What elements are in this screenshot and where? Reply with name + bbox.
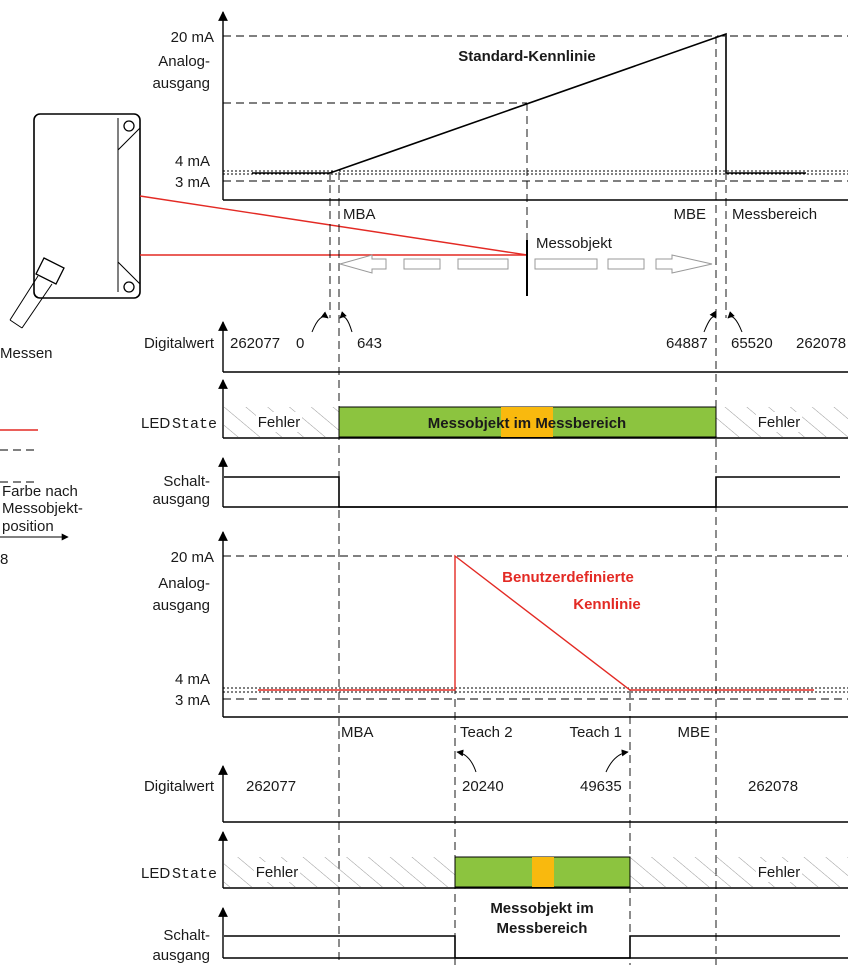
led2-state: State xyxy=(172,866,217,883)
standard-curve-line xyxy=(252,32,806,174)
led1-state: State xyxy=(172,416,217,433)
led2-center-2: Messbereich xyxy=(497,920,588,937)
schalt2-l2: ausgang xyxy=(152,947,210,964)
top-label-4ma: 4 mA xyxy=(175,153,210,170)
led-state-row-1: LED State Fehler Fehler Messobjekt im Me… xyxy=(141,379,848,439)
top-label-messbereich: Messbereich xyxy=(732,206,817,223)
digital-value-row-2: Digitalwert 262077 20240 49635 262078 xyxy=(144,749,848,823)
digital2-label: Digitalwert xyxy=(144,778,215,795)
range-marker-lines xyxy=(329,36,727,965)
fragment-position: position xyxy=(2,518,54,535)
led2-fehler-right: Fehler xyxy=(758,864,801,881)
sensor-device-icon xyxy=(9,113,141,329)
pointer-arrow-icon xyxy=(456,749,477,773)
fragment-digit: 8 xyxy=(0,551,8,568)
top-label-analog-1: Analog- xyxy=(158,53,210,70)
led-state-row-2: LED State Fehler Fehler Messobjekt im Me… xyxy=(141,831,848,940)
top-label-mbe: MBE xyxy=(673,206,706,223)
bottom-label-teach2: Teach 2 xyxy=(460,724,513,741)
led1-center: Messobjekt im Messbereich xyxy=(428,415,626,432)
sensor-cable-icon xyxy=(9,275,53,329)
user-curve-line xyxy=(258,554,814,691)
schalt1-l2: ausgang xyxy=(152,491,210,508)
bottom-label-20ma: 20 mA xyxy=(171,549,214,566)
top-label-3ma: 3 mA xyxy=(175,174,210,191)
laser-beam-top xyxy=(139,195,528,256)
pointer-arrow-icon xyxy=(727,311,743,333)
top-label-20ma: 20 mA xyxy=(171,29,214,46)
switch-output-row-1: Schalt- ausgang xyxy=(152,457,848,508)
schalt2-l1: Schalt- xyxy=(163,927,210,944)
bottom-label-analog-2: ausgang xyxy=(152,597,210,614)
bottom-label-analog-1: Analog- xyxy=(158,575,210,592)
switch-output-row-2: Schalt- ausgang xyxy=(152,907,848,964)
digital2-v3: 49635 xyxy=(580,778,622,795)
bottom-label-teach1: Teach 1 xyxy=(569,724,622,741)
position-hollow-arrow-icon xyxy=(338,254,713,274)
led2-center-1: Messobjekt im xyxy=(490,900,593,917)
led1-yellow-bar xyxy=(501,407,553,437)
digital1-v1: 262077 xyxy=(230,335,280,352)
digital1-v4: 64887 xyxy=(666,335,708,352)
switch2-signal xyxy=(224,935,840,959)
led2-fehler-left: Fehler xyxy=(256,864,299,881)
user-defined-curve-chart: 20 mA Analog- ausgang 4 mA 3 mA Benutzer… xyxy=(152,531,848,741)
led1-label: LED xyxy=(141,415,170,432)
fragment-messobjekt: Messobjekt- xyxy=(2,500,83,517)
digital1-label: Digitalwert xyxy=(144,335,215,352)
led2-label: LED xyxy=(141,865,170,882)
top-label-mba: MBA xyxy=(343,206,376,223)
screw-bottom-icon xyxy=(123,281,135,293)
standard-curve-chart: 20 mA Analog- ausgang 4 mA 3 mA Standard… xyxy=(152,11,848,296)
schalt1-l1: Schalt- xyxy=(163,473,210,490)
top-label-analog-2: ausgang xyxy=(152,75,210,92)
digital2-v2: 20240 xyxy=(462,778,504,795)
digital1-v5: 65520 xyxy=(731,335,773,352)
bottom-label-3ma: 3 mA xyxy=(175,692,210,709)
digital1-v2: 0 xyxy=(296,335,304,352)
pointer-arrow-icon xyxy=(311,311,329,333)
led2-yellow-bar xyxy=(532,857,554,887)
bottom-curve-title-2: Kennlinie xyxy=(573,596,641,613)
screw-top-icon xyxy=(123,120,135,132)
digital2-v1: 262077 xyxy=(246,778,296,795)
bottom-label-mba: MBA xyxy=(341,724,374,741)
digital2-v4: 262078 xyxy=(748,778,798,795)
digital1-v6: 262078 xyxy=(796,335,846,352)
top-curve-title: Standard-Kennlinie xyxy=(458,48,596,65)
bottom-label-mbe: MBE xyxy=(677,724,710,741)
led1-fehler-right: Fehler xyxy=(758,414,801,431)
digital1-v3: 643 xyxy=(357,335,382,352)
fragment-farbe: Farbe nach xyxy=(2,483,78,500)
switch1-signal xyxy=(224,476,840,508)
pointer-arrow-icon xyxy=(703,310,717,333)
led1-fehler-left: Fehler xyxy=(258,414,301,431)
digital-value-row-1: Digitalwert 262077 0 643 64887 65520 262… xyxy=(144,310,848,373)
led2-error-right xyxy=(630,857,848,887)
top-label-messobjekt: Messobjekt xyxy=(536,235,613,252)
pointer-arrow-icon xyxy=(605,749,629,773)
bottom-label-4ma: 4 mA xyxy=(175,671,210,688)
pointer-arrow-icon xyxy=(339,311,353,333)
bottom-curve-title-1: Benutzerdefinierte xyxy=(502,569,634,586)
fragment-messen: Messen xyxy=(0,345,53,362)
